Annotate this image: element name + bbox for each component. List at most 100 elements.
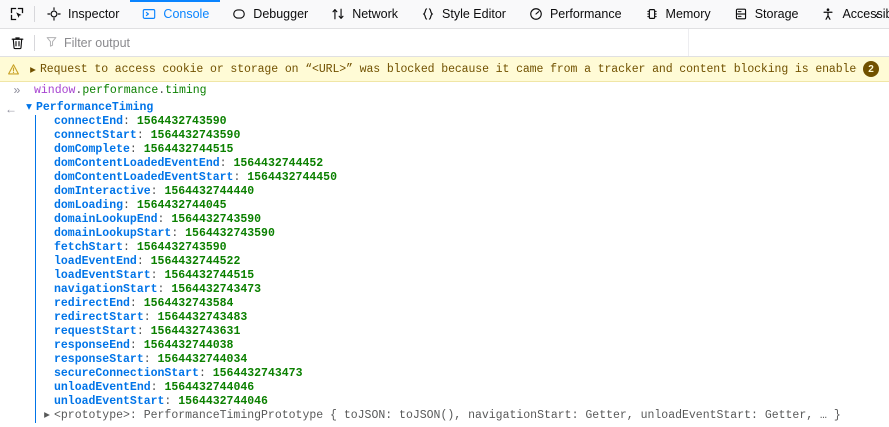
property-key: domainLookupEnd <box>54 213 158 226</box>
property-key: domLoading <box>54 199 124 212</box>
table-row[interactable]: domComplete: 1564432744515 <box>54 143 234 156</box>
property-value: 1564432744046 <box>164 381 255 394</box>
tab-debugger-label: Debugger <box>253 6 309 21</box>
property-value: 1564432743483 <box>157 311 248 324</box>
property-key: responseEnd <box>54 339 130 352</box>
warning-repeat-badge[interactable]: 2 <box>863 61 879 77</box>
command-segment-performance: performance <box>82 84 159 97</box>
console-icon <box>141 6 157 22</box>
table-row[interactable]: navigationStart: 1564432743473 <box>54 283 262 296</box>
filter-output-input[interactable]: Filter output <box>35 29 688 56</box>
tab-console[interactable]: Console <box>130 0 221 28</box>
devtools-toolbar: Inspector Console Debugger <box>0 0 889 29</box>
table-row[interactable]: connectStart: 1564432743590 <box>54 129 241 142</box>
tab-inspector-label: Inspector <box>68 6 120 21</box>
element-picker-button[interactable] <box>0 0 34 28</box>
property-value: 1564432743590 <box>150 129 241 142</box>
toolbar-overflow-button[interactable]: ‹ <box>874 6 880 22</box>
property-value: 1564432744440 <box>164 185 255 198</box>
element-picker-icon <box>10 7 24 21</box>
property-value: 1564432743590 <box>171 213 262 226</box>
prototype-text: <prototype>: PerformanceTimingPrototype … <box>54 409 841 422</box>
toolbar-separator <box>34 6 35 22</box>
result-prompt-icon: ← <box>5 102 17 116</box>
result-object-name: PerformanceTiming <box>36 101 154 114</box>
tab-debugger[interactable]: Debugger <box>220 0 319 28</box>
filter-placeholder: Filter output <box>64 35 131 50</box>
tab-console-label: Console <box>163 6 210 21</box>
property-key: domInteractive <box>54 185 151 198</box>
performance-icon <box>528 6 544 22</box>
clear-console-button[interactable] <box>0 35 34 50</box>
property-key: loadEventEnd <box>54 255 137 268</box>
filterbar-right-area <box>689 29 889 56</box>
property-key: navigationStart <box>54 283 158 296</box>
property-key: requestStart <box>54 325 137 338</box>
tab-network[interactable]: Network <box>319 0 409 28</box>
tab-accessibility-label: Accessibility <box>842 6 889 21</box>
table-row[interactable]: domainLookupEnd: 1564432743590 <box>54 213 262 226</box>
network-icon <box>330 6 346 22</box>
tab-style-editor[interactable]: Style Editor <box>409 0 517 28</box>
tab-style-editor-label: Style Editor <box>442 6 506 21</box>
devtools-tab-list: Inspector Console Debugger <box>35 0 889 28</box>
table-row[interactable]: redirectEnd: 1564432743584 <box>54 297 234 310</box>
property-key: domComplete <box>54 143 130 156</box>
property-value: 1564432744034 <box>157 353 248 366</box>
table-row[interactable]: secureConnectionStart: 1564432743473 <box>54 367 303 380</box>
property-key: redirectEnd <box>54 297 130 310</box>
property-key: loadEventStart <box>54 269 151 282</box>
table-row[interactable]: fetchStart: 1564432743590 <box>54 241 227 254</box>
tab-accessibility[interactable]: Accessibility <box>809 0 889 28</box>
table-row[interactable]: requestStart: 1564432743631 <box>54 325 241 338</box>
prototype-row[interactable]: ▸ <prototype>: PerformanceTimingPrototyp… <box>36 409 889 423</box>
tab-inspector[interactable]: Inspector <box>35 0 130 28</box>
property-value: 1564432743631 <box>150 325 241 338</box>
table-row[interactable]: loadEventStart: 1564432744515 <box>54 269 255 282</box>
property-key: fetchStart <box>54 241 124 254</box>
property-value: 1564432744515 <box>143 143 234 156</box>
console-result-row: ← ▾ PerformanceTiming connectEnd: 156443… <box>0 101 889 423</box>
property-value: 1564432743590 <box>136 241 227 254</box>
tab-memory-label: Memory <box>665 6 711 21</box>
command-segment-dot1: . <box>75 84 83 97</box>
tab-network-label: Network <box>352 6 399 21</box>
table-row[interactable]: responseStart: 1564432744034 <box>54 353 248 366</box>
table-row[interactable]: domLoading: 1564432744045 <box>54 199 227 212</box>
result-collapse-twisty[interactable]: ▾ <box>26 101 32 114</box>
property-value: 1564432743590 <box>185 227 275 240</box>
tab-memory[interactable]: Memory <box>633 0 722 28</box>
table-row[interactable]: unloadEventStart: 1564432744046 <box>54 395 268 408</box>
warning-expand-twisty[interactable]: ▸ <box>30 63 36 77</box>
table-row[interactable]: domInteractive: 1564432744440 <box>54 185 255 198</box>
accessibility-icon <box>820 6 836 22</box>
console-command-row[interactable]: » window.performance.timing <box>0 82 889 101</box>
tab-storage[interactable]: Storage <box>722 0 810 28</box>
table-row[interactable]: redirectStart: 1564432743483 <box>54 311 248 324</box>
property-value: 1564432744038 <box>143 339 234 352</box>
warning-text: Request to access cookie or storage on “… <box>40 62 857 76</box>
property-key: domContentLoadedEventEnd <box>54 157 220 170</box>
property-key: unloadEventEnd <box>54 381 151 394</box>
filterbar-divider <box>688 29 689 56</box>
tab-performance-label: Performance <box>549 6 622 21</box>
table-row[interactable]: unloadEventEnd: 1564432744046 <box>54 381 255 394</box>
console-warning-message[interactable]: ▸ Request to access cookie or storage on… <box>0 57 889 82</box>
prototype-expand-twisty[interactable]: ▸ <box>44 409 50 422</box>
table-row[interactable]: loadEventEnd: 1564432744522 <box>54 255 241 268</box>
inspector-icon <box>46 6 62 22</box>
table-row[interactable]: domainLookupStart: 1564432743590 <box>54 227 275 240</box>
table-row[interactable]: domContentLoadedEventEnd: 1564432744452 <box>54 157 324 170</box>
property-key: connectStart <box>54 129 137 142</box>
table-row[interactable]: domContentLoadedEventStart: 156443274445… <box>54 171 337 184</box>
filter-icon <box>45 35 58 51</box>
table-row[interactable]: connectEnd: 1564432743590 <box>54 115 227 128</box>
property-value: 1564432743473 <box>212 367 303 380</box>
property-value: 1564432744452 <box>233 157 324 170</box>
property-value: 1564432744045 <box>136 199 227 212</box>
warning-icon <box>0 63 26 76</box>
tab-performance[interactable]: Performance <box>517 0 633 28</box>
result-object-header[interactable]: ▾ PerformanceTiming <box>22 101 889 115</box>
table-row[interactable]: responseEnd: 1564432744038 <box>54 339 234 352</box>
